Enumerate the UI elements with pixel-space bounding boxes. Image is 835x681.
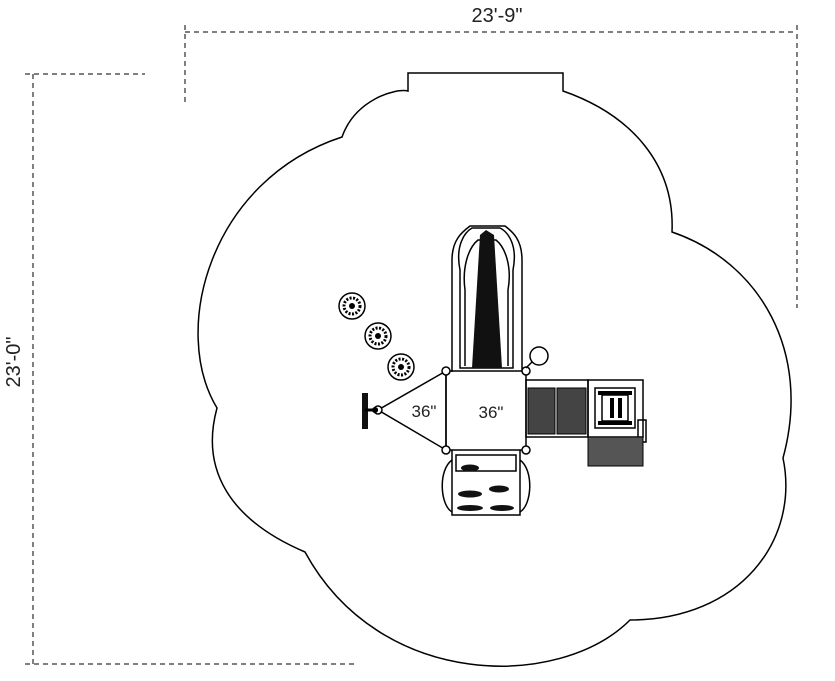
maze-panel [594, 387, 636, 429]
triangle-deck-platform [376, 369, 447, 452]
periscope-lens [529, 346, 549, 366]
mesh-panel [527, 387, 556, 435]
steering-wheel-hub [372, 407, 378, 413]
periscope-arm [525, 361, 533, 369]
slide [451, 225, 523, 372]
steering-wheel-panel [362, 393, 378, 429]
height-dimension-label: 23'-0" [3, 337, 25, 388]
deck-posts [373, 366, 531, 455]
post [521, 366, 531, 376]
width-dimension: 23'-9" [184, 5, 798, 308]
triangle-deck-height-label: 36" [412, 402, 437, 421]
use-zone-boundary [197, 72, 792, 667]
maze-bar [598, 391, 632, 395]
maze-bar [618, 398, 622, 418]
triangle-deck: 36" [376, 369, 447, 452]
climbing-hold [489, 485, 509, 493]
periscope [525, 346, 549, 369]
slide-outer [458, 227, 515, 369]
center-deck-height-label: 36" [479, 403, 504, 422]
climbing-hold [458, 490, 482, 498]
stepping-pod [364, 322, 392, 350]
rock-climber-top-panel [455, 454, 517, 472]
stepping-pod [338, 292, 366, 320]
post [441, 366, 451, 376]
stepping-pods [338, 292, 415, 381]
climbing-hold [457, 505, 483, 511]
maze-bar [598, 421, 632, 425]
center-deck: 36" [445, 370, 527, 451]
height-dimension: 23'-0" [3, 73, 355, 665]
mesh-panel [556, 387, 587, 435]
stepping-pod [387, 353, 415, 381]
rock-climber-left-curve [441, 459, 453, 513]
rock-climber-frame [451, 450, 521, 516]
rock-climber [441, 450, 531, 516]
width-dimension-label: 23'-9" [472, 5, 523, 27]
climbing-hold [490, 505, 514, 511]
post [441, 445, 451, 455]
post [521, 445, 531, 455]
climbing-hold [461, 464, 479, 472]
slide-bed [472, 230, 502, 368]
maze-panel-inner [601, 394, 629, 422]
slide-rail-right [451, 225, 523, 372]
right-panels [525, 379, 647, 467]
lower-mesh-panel [587, 436, 644, 467]
rock-climber-right-curve [519, 459, 531, 513]
maze-bar [610, 398, 614, 418]
